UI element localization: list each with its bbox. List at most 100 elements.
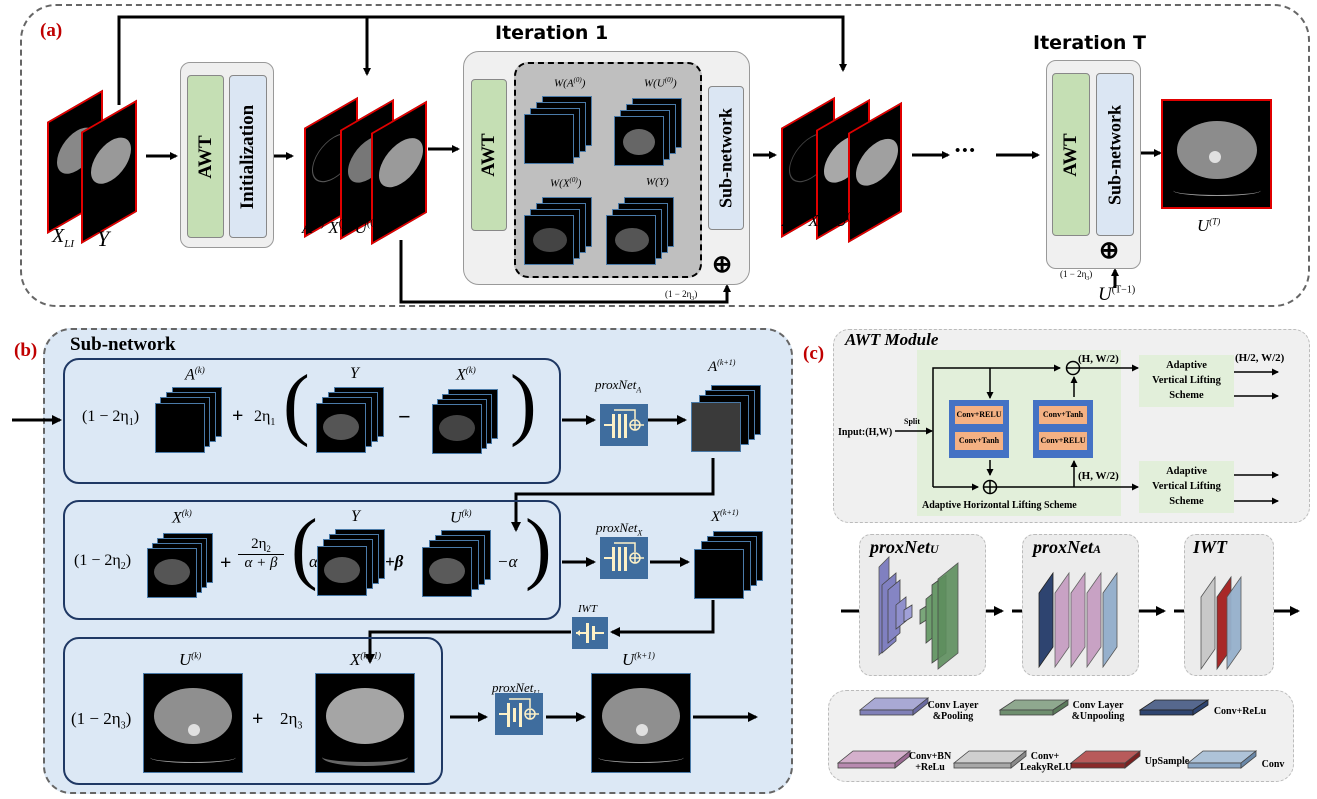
iwt-icon[interactable] bbox=[572, 617, 608, 649]
w-y-label: W(Y) bbox=[646, 176, 669, 188]
proxnet-a-layers bbox=[1038, 571, 1118, 669]
row2-fraction: 2η2 α + β bbox=[238, 536, 284, 572]
label-xli-text: X bbox=[52, 225, 65, 247]
iter1-coef: (1 − 2η3) bbox=[665, 289, 698, 302]
awt-module-connectors bbox=[895, 360, 1279, 505]
a0-label: A(0) bbox=[302, 218, 325, 237]
row1-left-paren: ( bbox=[283, 360, 310, 448]
row2-u-label: U(k) bbox=[450, 508, 472, 527]
w-u0-label: W(U(0)) bbox=[644, 76, 677, 90]
inverse-wavelet-icon bbox=[576, 623, 604, 643]
iteration1-title: Iteration 1 bbox=[495, 22, 609, 44]
subnetwork-title: Sub-network bbox=[70, 334, 176, 355]
legend-swatch-conv-unpool bbox=[998, 699, 1070, 716]
row3-x-label: X(k+1) bbox=[350, 650, 381, 669]
legend-label-conv-pool: Conv Layer &Pooling bbox=[927, 700, 979, 722]
wavelet-coeffs-box: W(A(0)) W(U(0)) W(X(0)) W(Y) bbox=[514, 62, 702, 278]
iterationT-block: AWT Sub-network ⊕ bbox=[1046, 60, 1141, 269]
row1-coef2: 2η1 bbox=[254, 408, 276, 429]
iwt-layers bbox=[1200, 575, 1242, 671]
panel-b-label: (b) bbox=[14, 340, 38, 361]
awt-module-title: AWT Module bbox=[845, 330, 939, 349]
legend-swatch-conv-relu bbox=[1138, 699, 1210, 716]
iteration1-block: AWT W(A(0)) W(U(0)) W(X(0)) W(Y) Sub-net… bbox=[463, 51, 750, 285]
x-k1-to-iwt-line bbox=[610, 600, 715, 637]
row2-frac-num: 2η2 bbox=[238, 536, 284, 555]
a1-label: A(1) bbox=[782, 211, 805, 230]
prox-x-icon[interactable] bbox=[600, 537, 648, 579]
w-a0-label: W(A(0)) bbox=[554, 76, 586, 90]
row3-box bbox=[63, 637, 443, 785]
panel-a-connectors bbox=[117, 15, 1162, 304]
w-y-stack-front bbox=[606, 215, 656, 265]
row2-plus: + bbox=[220, 552, 232, 574]
prox-a-icon[interactable] bbox=[600, 404, 648, 446]
prox-a-label: proxNetA bbox=[595, 377, 642, 395]
update-block: Conv+Tanh Conv+RELU bbox=[1033, 400, 1093, 458]
outputs0-labels: A(0) X(0) U(0) bbox=[302, 218, 379, 238]
iwt-to-row3-line bbox=[365, 630, 571, 664]
row2-y-label: Y bbox=[351, 508, 360, 525]
label-xli-sub: LI bbox=[64, 238, 74, 250]
horizontal-lifting-label: Adaptive Horizontal Lifting Scheme bbox=[922, 500, 1077, 511]
dim-bottom-label: (H, W/2) bbox=[1078, 470, 1119, 482]
iwt-label: IWT bbox=[578, 603, 597, 615]
prox-x-label: proxNetX bbox=[596, 520, 643, 538]
init-awt-box: AWT bbox=[187, 75, 224, 238]
panel-c-label: (c) bbox=[803, 343, 825, 364]
row2-minus-alpha: −α bbox=[497, 552, 518, 571]
row2-frac-den: α + β bbox=[244, 555, 278, 571]
legend-label-upsample: UpSample bbox=[1144, 756, 1190, 767]
update-conv-relu: Conv+RELU bbox=[1039, 432, 1087, 450]
vl-bottom-line3: Scheme bbox=[1169, 496, 1204, 507]
iterT-subnet-text: Sub-network bbox=[1104, 104, 1125, 205]
legend-swatches bbox=[836, 697, 1258, 769]
final-ut-label: U(T) bbox=[1197, 216, 1221, 235]
w-x0-stack-front bbox=[524, 215, 574, 265]
row2-y-stack-0 bbox=[317, 546, 367, 596]
unet-layers bbox=[878, 556, 959, 670]
row1-box bbox=[63, 358, 561, 484]
x0-label: X(0) bbox=[328, 218, 351, 237]
row2-alpha: α bbox=[309, 552, 318, 571]
iterT-plus-icon: ⊕ bbox=[1099, 238, 1120, 264]
w-x0-label: W(X(0)) bbox=[550, 176, 582, 190]
iter1-plus-icon: ⊕ bbox=[712, 252, 733, 278]
update-conv-tanh: Conv+Tanh bbox=[1039, 406, 1087, 424]
iterationT-title: Iteration T bbox=[1033, 32, 1146, 54]
prox-u-icon[interactable] bbox=[495, 693, 543, 735]
iwt-net-box: IWT bbox=[1184, 534, 1274, 676]
dim-top-label: (H, W/2) bbox=[1078, 353, 1119, 365]
u-k1-image bbox=[591, 673, 691, 773]
iterT-awt-box: AWT bbox=[1052, 73, 1090, 236]
minus-node bbox=[1065, 360, 1081, 376]
vertical-lifting-bottom: Adaptive Vertical Lifting Scheme bbox=[1139, 461, 1234, 513]
a-k1-to-row2-line bbox=[511, 458, 715, 532]
legend-label-conv: Conv bbox=[1261, 759, 1285, 770]
row2-box bbox=[63, 500, 561, 620]
label-xli: XLI bbox=[52, 225, 74, 250]
row3-coef1: (1 − 2η3) bbox=[71, 709, 132, 732]
residual-block-icon bbox=[604, 409, 644, 438]
row3-coef2: 2η3 bbox=[280, 709, 303, 732]
row1-y-stack-0 bbox=[316, 403, 366, 453]
legend-swatch-conv bbox=[1186, 750, 1258, 769]
x-k1-stack-0 bbox=[694, 549, 744, 599]
predict-block: Conv+RELU Conv+Tanh bbox=[949, 400, 1009, 458]
awt-input-label: Input:(H,W) bbox=[838, 427, 893, 438]
y-feedback-line bbox=[117, 15, 847, 105]
row2-coef1: (1 − 2η2) bbox=[74, 552, 132, 573]
row3-u-image bbox=[143, 673, 243, 773]
vertical-lifting-top: Adaptive Vertical Lifting Scheme bbox=[1139, 355, 1234, 407]
outputs1-labels: A(1) X(1) U(1) bbox=[782, 211, 859, 231]
panel-b-connectors bbox=[12, 415, 758, 722]
predict-conv-tanh: Conv+Tanh bbox=[955, 432, 1003, 450]
residual-block-icon bbox=[499, 698, 539, 727]
row1-right-paren: ) bbox=[510, 360, 537, 448]
legend-swatch-upsample bbox=[1069, 750, 1142, 769]
legend-swatch-conv-pool bbox=[858, 697, 930, 716]
row1-coef1: (1 − 2η1) bbox=[82, 408, 140, 429]
proxnet-u-title: proxNetU bbox=[870, 537, 939, 557]
legend-swatch-conv-bn-relu bbox=[836, 750, 912, 769]
legend-label-conv-unpool: Conv Layer &Unpooling bbox=[1071, 700, 1125, 722]
